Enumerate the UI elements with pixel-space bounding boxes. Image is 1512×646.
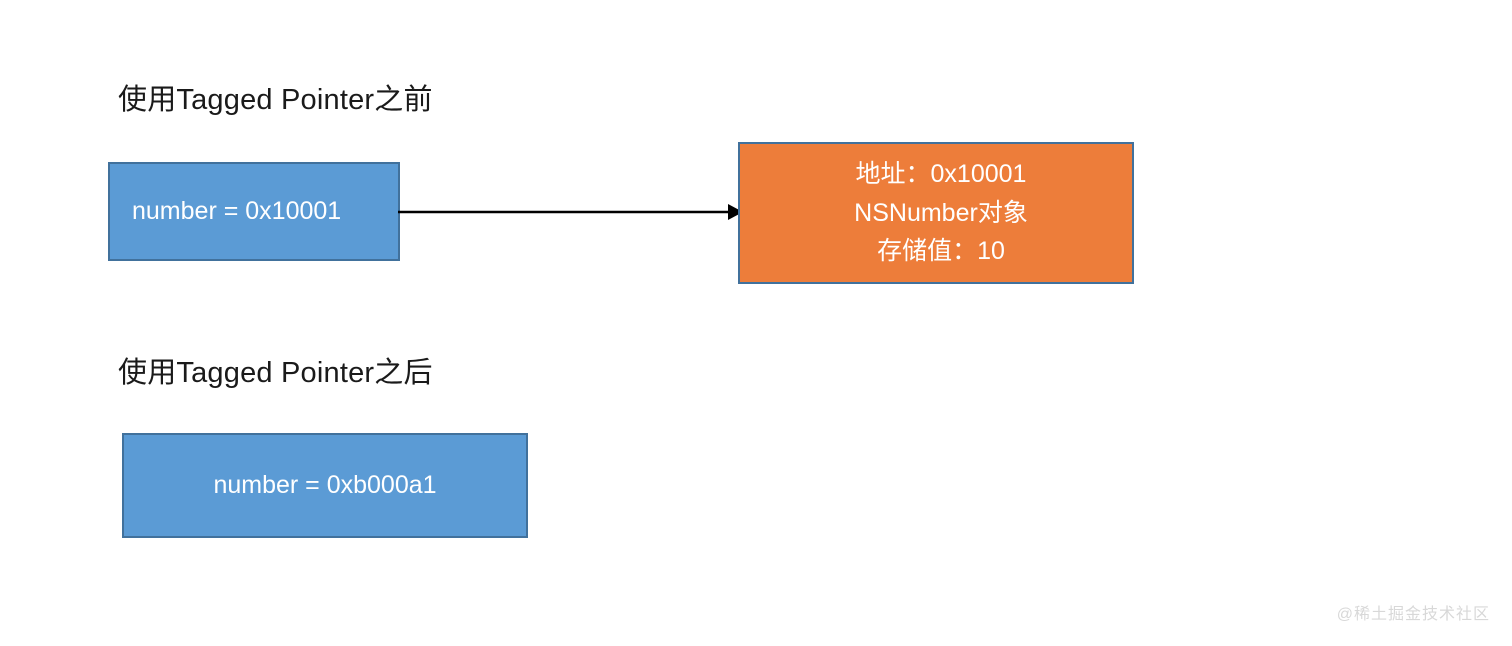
section-heading-before: 使用Tagged Pointer之前 [118, 84, 433, 116]
nsnumber-object-box: 地址：0x10001 NSNumber对象 存储值：10 [738, 142, 1134, 284]
section-heading-after: 使用Tagged Pointer之后 [118, 357, 433, 389]
pointer-reference-arrow-icon [398, 204, 743, 220]
watermark: @稀土掘金技术社区 [1336, 606, 1490, 623]
object-value-line: 存储值：10 [877, 237, 1005, 266]
pointer-box-before-label: number = 0x10001 [132, 197, 342, 225]
pointer-box-after: number = 0xb000a1 [122, 433, 528, 538]
pointer-box-after-label: number = 0xb000a1 [213, 471, 437, 499]
object-address-line: 地址：0x10001 [855, 159, 1027, 188]
object-type-line: NSNumber对象 [854, 198, 1028, 227]
pointer-box-before: number = 0x10001 [108, 162, 400, 261]
